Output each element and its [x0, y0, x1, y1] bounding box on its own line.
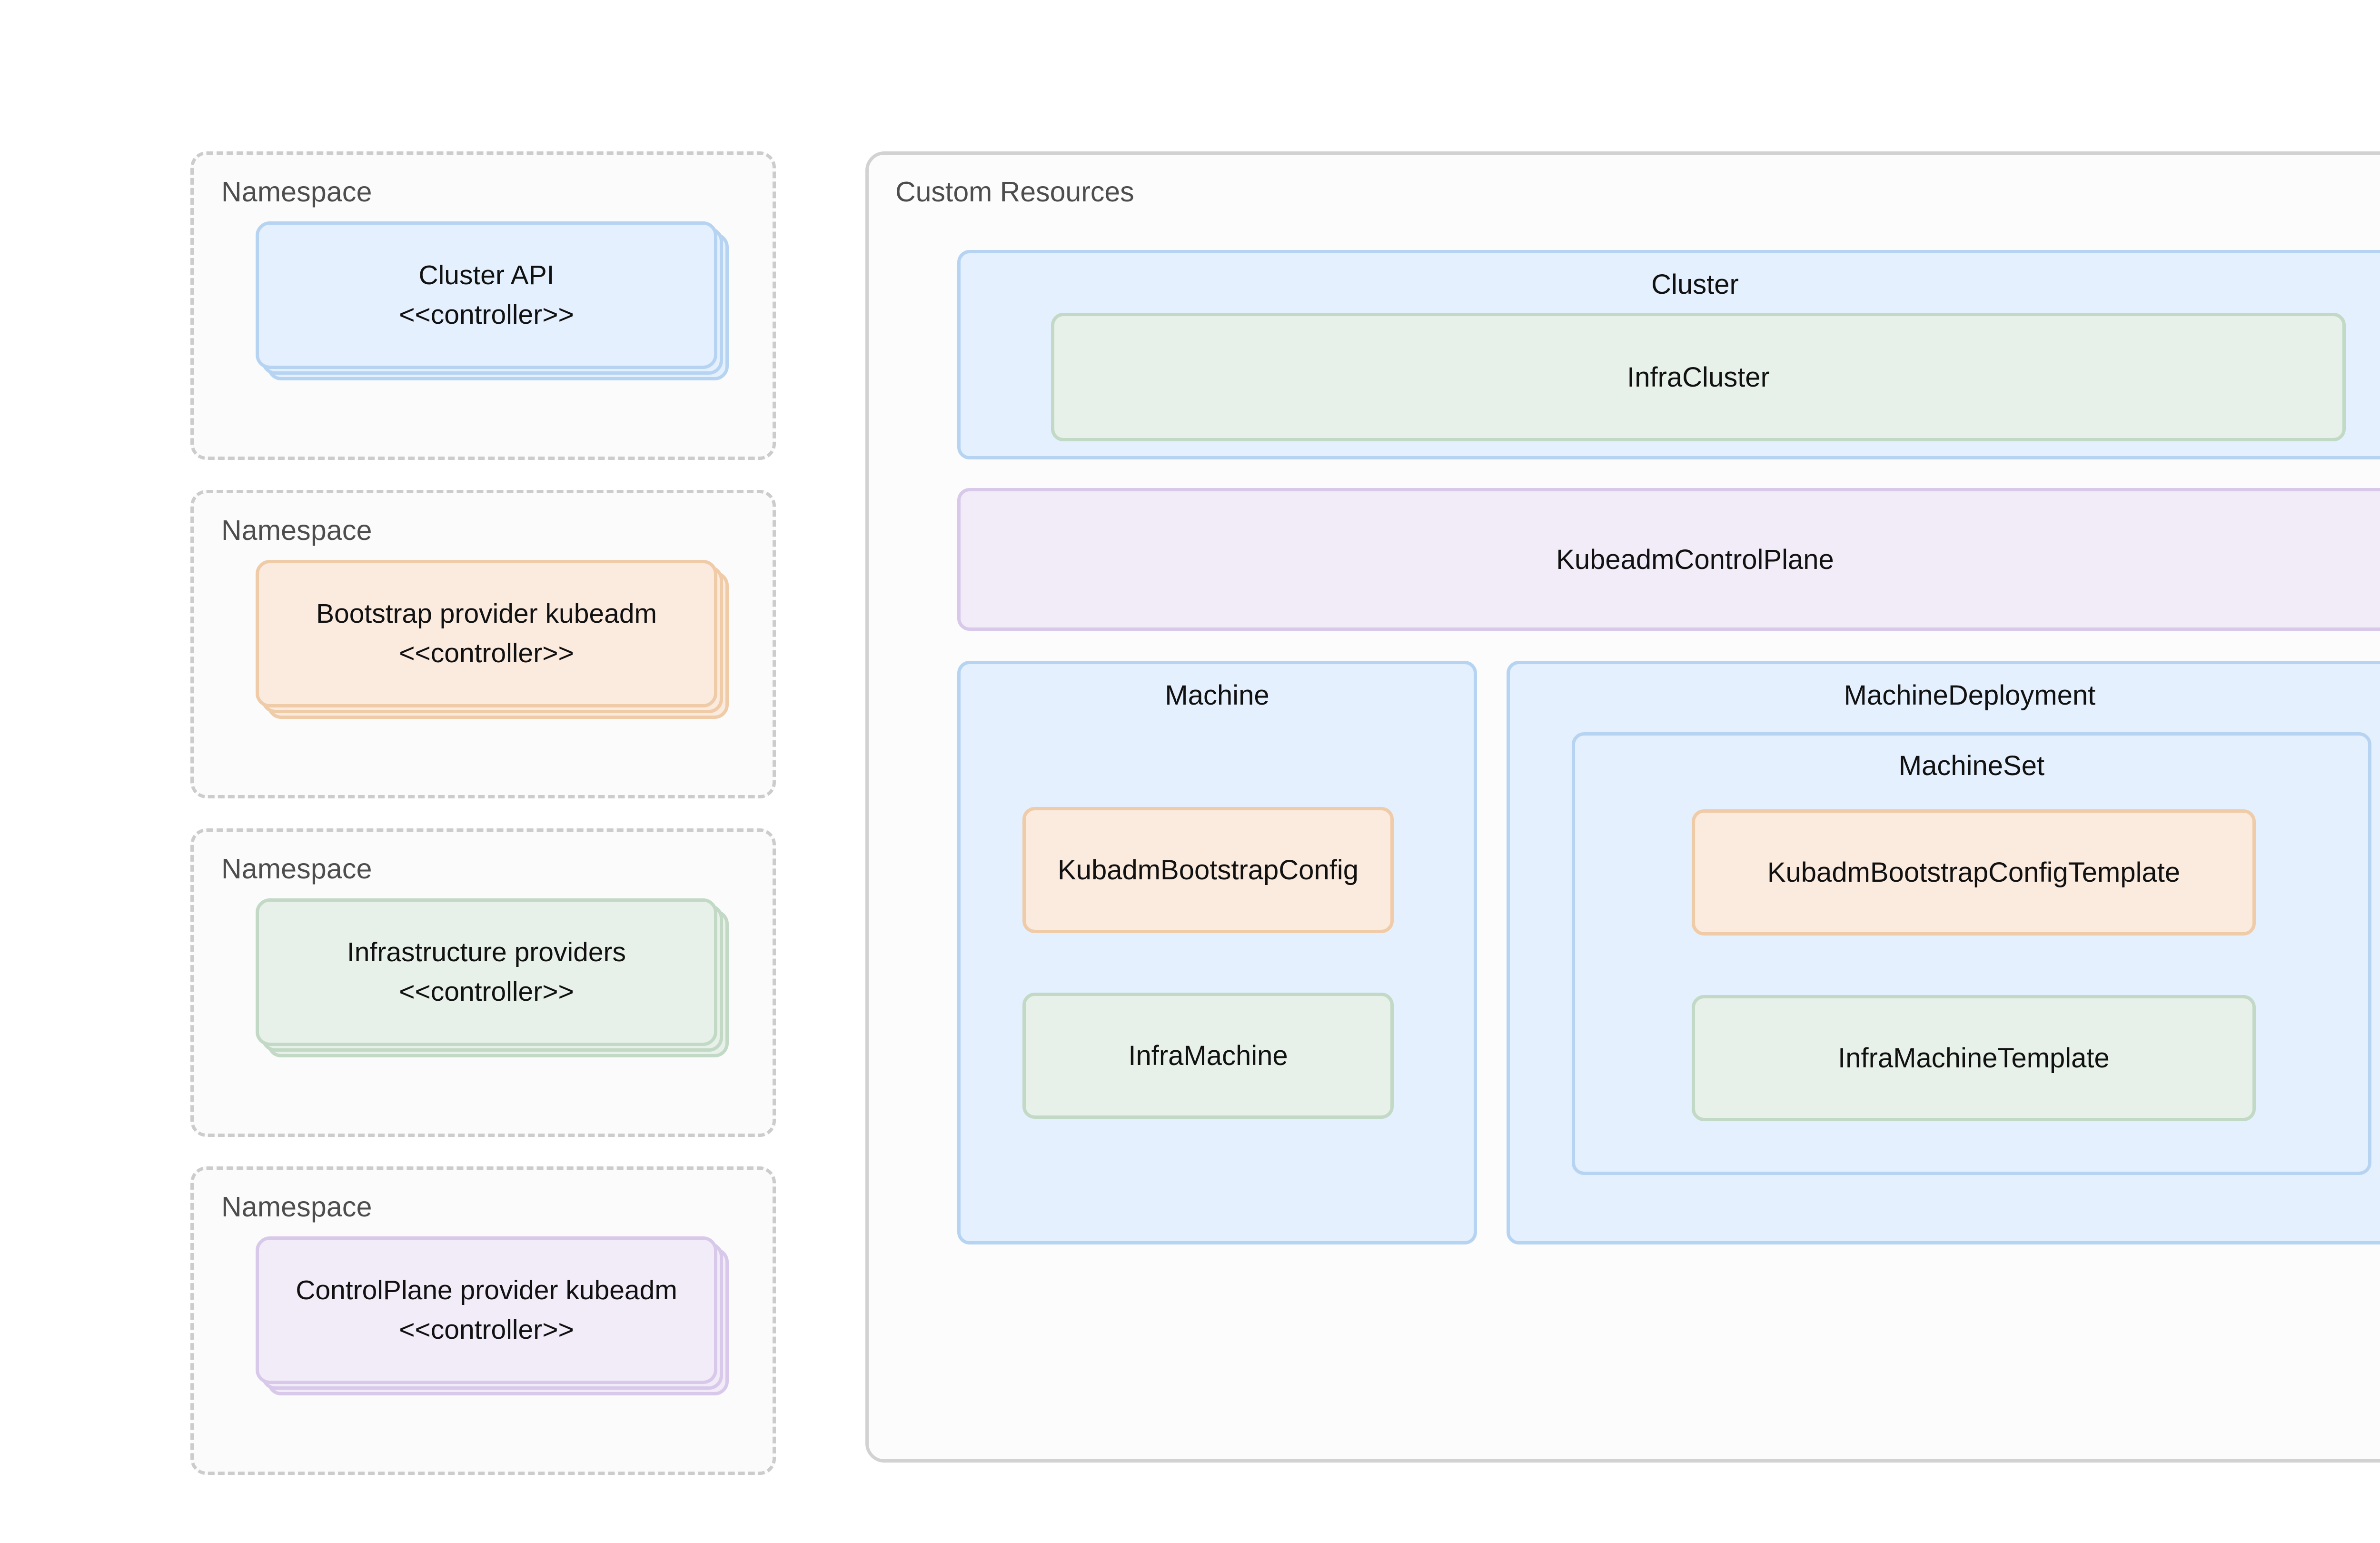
namespace-label: Namespace: [221, 176, 372, 208]
controller-card-stack-controlplane-provider-kubeadm: ControlPlane provider kubeadm <<controll…: [256, 1236, 732, 1398]
resource-title-machine: Machine: [1165, 680, 1269, 711]
controller-name: ControlPlane provider kubeadm: [296, 1275, 677, 1306]
namespace-box-infrastructure-providers: Namespace Infrastructure providers <<con…: [190, 828, 776, 1137]
custom-resources-panel: Custom Resources Cluster InfraCluster Ku…: [865, 151, 2380, 1463]
resource-title-machinedeployment: MachineDeployment: [1844, 680, 2096, 711]
controller-card-text: Bootstrap provider kubeadm <<controller>…: [256, 560, 717, 707]
controller-name: Bootstrap provider kubeadm: [316, 598, 657, 629]
resource-box-machine: Machine KubadmBootstrapConfig InfraMachi…: [957, 661, 1477, 1244]
controller-card-stack-cluster-api: Cluster API <<controller>>: [256, 221, 732, 383]
card-layer-front: [256, 221, 717, 369]
resource-box-kubadmbootstrapconfig: KubadmBootstrapConfig: [1022, 807, 1394, 933]
resource-title-kubadmbootstrapconfig: KubadmBootstrapConfig: [1058, 855, 1359, 886]
controller-card-stack-bootstrap-provider-kubeadm: Bootstrap provider kubeadm <<controller>…: [256, 560, 732, 722]
namespace-label: Namespace: [221, 1191, 372, 1223]
resource-title-kubeadmcontrolplane: KubeadmControlPlane: [1556, 544, 1834, 575]
controller-card-stack-infrastructure-providers: Infrastructure providers <<controller>>: [256, 898, 732, 1060]
resource-box-machinedeployment: MachineDeployment MachineSet KubadmBoots…: [1507, 661, 2380, 1244]
namespace-box-bootstrap-provider-kubeadm: Namespace Bootstrap provider kubeadm <<c…: [190, 490, 776, 798]
controller-stereotype: <<controller>>: [399, 299, 574, 330]
resource-title-cluster: Cluster: [1651, 269, 1739, 300]
controller-stereotype: <<controller>>: [399, 976, 574, 1007]
controller-name: Infrastructure providers: [347, 937, 626, 968]
resource-title-kubadmbootstrapconfigtemplate: KubadmBootstrapConfigTemplate: [1767, 857, 2181, 888]
resource-title-infracluster: InfraCluster: [1627, 361, 1770, 393]
namespace-label: Namespace: [221, 853, 372, 885]
controller-stereotype: <<controller>>: [399, 1314, 574, 1345]
resource-box-kubadmbootstrapconfigtemplate: KubadmBootstrapConfigTemplate: [1692, 809, 2256, 936]
controller-card-text: ControlPlane provider kubeadm <<controll…: [256, 1236, 717, 1384]
controller-card-text: Infrastructure providers <<controller>>: [256, 898, 717, 1046]
resource-box-cluster: Cluster InfraCluster: [957, 250, 2380, 459]
controller-name: Cluster API: [418, 260, 555, 291]
resource-box-kubeadmcontrolplane: KubeadmControlPlane: [957, 488, 2380, 631]
controller-stereotype: <<controller>>: [399, 638, 574, 668]
resource-box-infracluster: InfraCluster: [1051, 313, 2346, 441]
namespace-label: Namespace: [221, 515, 372, 546]
resource-box-inframachine: InfraMachine: [1022, 993, 1394, 1119]
custom-resources-title: Custom Resources: [895, 176, 1134, 208]
resource-title-inframachine: InfraMachine: [1128, 1040, 1288, 1071]
resource-title-machineset: MachineSet: [1898, 750, 2045, 781]
card-layer-front: [256, 560, 717, 707]
resource-box-inframachinetemplate: InfraMachineTemplate: [1692, 995, 2256, 1121]
resource-box-machineset: MachineSet KubadmBootstrapConfigTemplate…: [1572, 732, 2371, 1175]
card-layer-front: [256, 898, 717, 1046]
card-layer-front: [256, 1236, 717, 1384]
controller-card-text: Cluster API <<controller>>: [256, 221, 717, 369]
namespace-box-cluster-api: Namespace Cluster API <<controller>>: [190, 151, 776, 460]
namespace-box-controlplane-provider-kubeadm: Namespace ControlPlane provider kubeadm …: [190, 1166, 776, 1475]
resource-title-inframachinetemplate: InfraMachineTemplate: [1838, 1043, 2110, 1074]
